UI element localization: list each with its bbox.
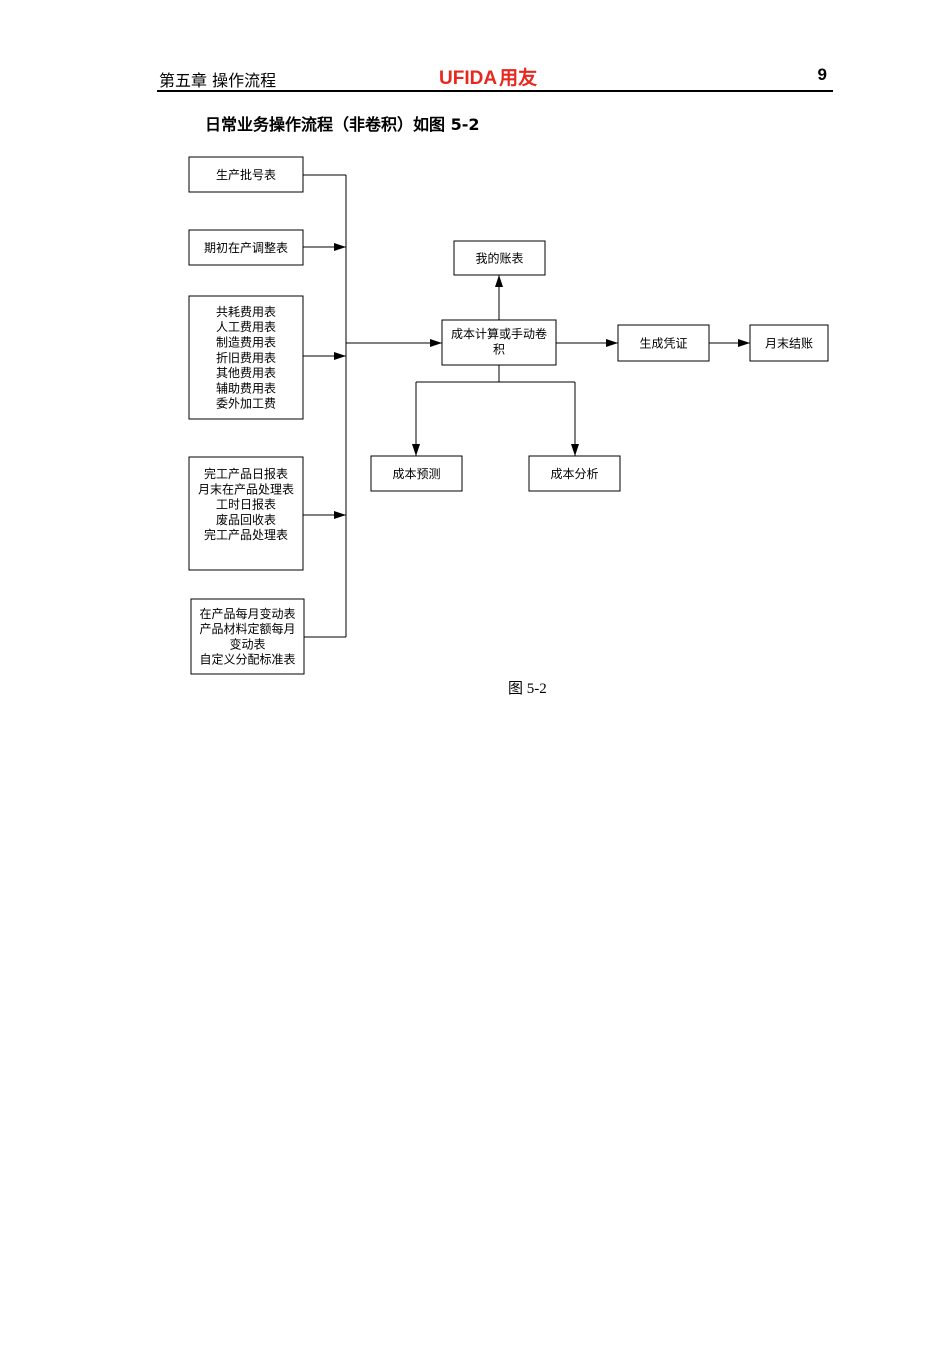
node-label-expenses: 人工费用表 [216, 320, 276, 334]
node-box-myreport [453, 240, 546, 276]
node-box-expenses [188, 295, 304, 420]
node-label-monthly: 产品材料定额每月 [199, 621, 295, 636]
figure-caption: 图 5-2 [508, 681, 547, 697]
node-label-expenses: 其他费用表 [216, 366, 276, 380]
logo-cn: 用友 [499, 68, 538, 89]
node-batch: 生产批号表 [188, 156, 304, 193]
node-label-monthly: 在产品每月变动表 [199, 606, 295, 621]
node-box-monthly [190, 598, 305, 675]
node-label-calc: 积 [493, 342, 505, 356]
node-label-expenses: 共耗费用表 [216, 305, 276, 319]
node-label-expenses: 制造费用表 [216, 335, 276, 349]
section-title: 日常业务操作流程（非卷积）如图 5-2 [205, 115, 480, 134]
node-label-expenses: 折旧费用表 [216, 350, 276, 365]
node-closing: 月末结账 [749, 324, 829, 362]
page-number: 9 [817, 65, 827, 84]
node-label-expenses: 委外加工费 [216, 397, 276, 411]
node-label-analysis: 成本分析 [550, 467, 598, 481]
node-label-initial: 期初在产调整表 [204, 240, 288, 255]
node-box-voucher [617, 324, 710, 362]
chapter-title: 第五章 操作流程 [159, 71, 277, 90]
node-label-closing: 月末结账 [765, 336, 813, 350]
node-label-expenses: 辅助费用表 [216, 381, 276, 395]
logo-brand: UFIDA [439, 68, 498, 89]
node-label-forecast: 成本预测 [392, 467, 440, 481]
node-label-completion: 完工产品处理表 [204, 527, 288, 542]
node-label-batch: 生产批号表 [216, 167, 276, 182]
node-box-calc [441, 319, 557, 366]
node-box-closing [749, 324, 829, 362]
node-label-completion: 工时日报表 [216, 497, 276, 512]
node-label-completion: 完工产品日报表 [204, 466, 288, 481]
node-label-calc: 成本计算或手动卷 [451, 326, 547, 341]
node-label-monthly: 自定义分配标准表 [199, 652, 295, 667]
node-label-completion: 废品回收表 [216, 512, 276, 527]
node-initial: 期初在产调整表 [188, 229, 304, 266]
node-label-monthly: 变动表 [229, 636, 265, 651]
node-label-voucher: 生成凭证 [639, 335, 687, 350]
connectors [303, 174, 750, 638]
node-label-completion: 月末在产品处理表 [198, 482, 294, 496]
node-myreport: 我的账表 [453, 240, 546, 276]
node-box-initial [188, 229, 304, 266]
node-analysis: 成本分析 [528, 455, 621, 492]
node-box-forecast [370, 455, 463, 492]
node-label-myreport: 我的账表 [475, 250, 523, 265]
nodes: 生产批号表期初在产调整表共耗费用表人工费用表制造费用表折旧费用表其他费用表辅助费… [188, 156, 829, 675]
node-box-batch [188, 156, 304, 193]
node-box-completion [188, 456, 304, 571]
node-voucher: 生成凭证 [617, 324, 710, 362]
node-forecast: 成本预测 [370, 455, 463, 492]
node-box-analysis [528, 455, 621, 492]
